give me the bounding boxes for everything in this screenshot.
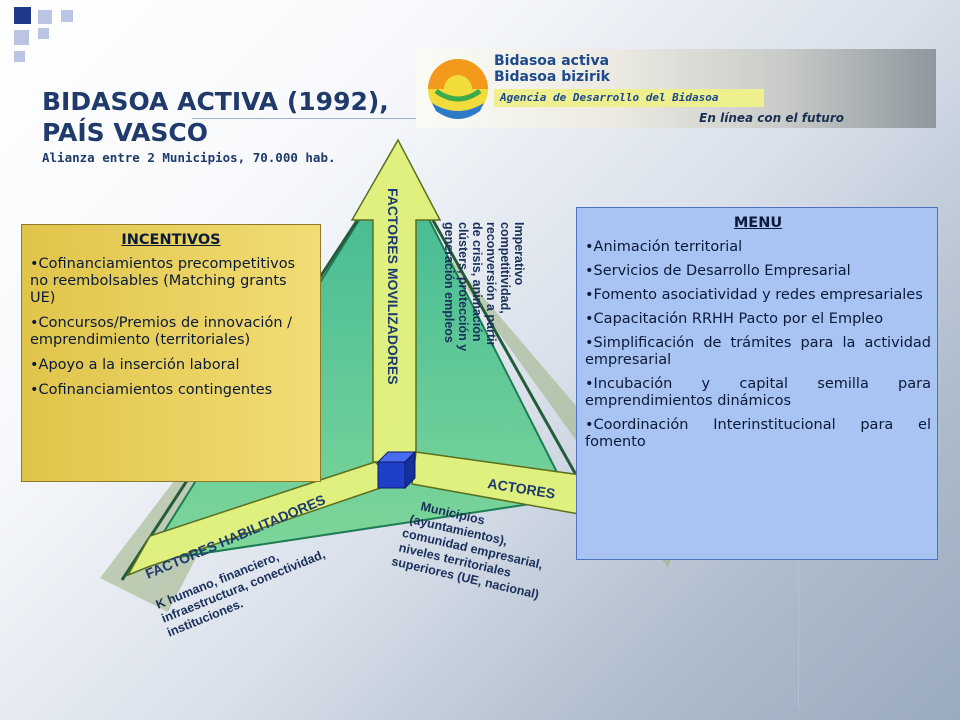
corner-square: [61, 10, 73, 22]
corner-square: [38, 10, 52, 24]
logo-agency-bar: [494, 89, 764, 107]
vertical-note-line: competitividad,: [498, 222, 512, 314]
menu-panel: MENU •Animación territorial •Servicios d…: [576, 207, 938, 560]
corner-square: [38, 28, 49, 39]
corner-square: [14, 7, 31, 24]
logo-banner: Bidasoa activa Bidasoa bizirik Agencia d…: [416, 49, 936, 128]
incentivos-item: •Apoyo a la inserción laboral: [30, 357, 240, 373]
logo-agency: Agencia de Desarrollo del Bidasoa: [500, 91, 719, 104]
vertical-note-line: Imperativo: [512, 222, 526, 286]
incentivos-item: •Cofinanciamientos contingentes: [30, 382, 273, 398]
center-cube: [376, 450, 417, 490]
logo-tagline: En línea con el futuro: [699, 111, 844, 125]
title-rule: [192, 118, 420, 119]
incentivos-heading: INCENTIVOS: [121, 232, 221, 248]
menu-item: •Capacitación RRHH Pacto por el Empleo: [585, 311, 884, 327]
corner-square: [14, 30, 29, 45]
vertical-note-line: de crisis, animación: [470, 222, 484, 342]
page-title: BIDASOA ACTIVA (1992), PAÍS VASCO: [42, 86, 389, 148]
title-line-2: PAÍS VASCO: [42, 118, 208, 147]
menu-item: •Coordinación Interinstitucional para el…: [585, 417, 931, 450]
menu-item: •Animación territorial: [585, 239, 743, 255]
corner-square: [14, 51, 25, 62]
menu-item: •Simplificación de trámites para la acti…: [585, 335, 931, 368]
axis-label-movilizadores: FACTORES MOVILIZADORES: [385, 188, 401, 385]
side-rule: [798, 560, 799, 710]
logo-emblem: [428, 59, 488, 119]
menu-item: •Servicios de Desarrollo Empresarial: [585, 263, 851, 279]
vertical-note-line: generación empleos: [442, 222, 456, 343]
incentivos-panel: INCENTIVOS •Cofinanciamientos precompeti…: [21, 224, 321, 482]
page-subtitle: Alianza entre 2 Municipios, 70.000 hab.: [42, 150, 336, 165]
logo-name-2: Bidasoa bizirik: [494, 69, 610, 85]
incentivos-item: •Cofinanciamientos precompetitivos no re…: [30, 256, 296, 306]
incentivos-item: •Concursos/Premios de innovación / empre…: [30, 315, 293, 348]
menu-heading: MENU: [733, 215, 783, 231]
menu-item: •Fomento asociatividad y redes empresari…: [585, 287, 923, 303]
vertical-note-line: clústers, protección y: [456, 222, 470, 351]
logo-name-1: Bidasoa activa: [494, 53, 610, 69]
vertical-note-line: reconversión a partir: [484, 222, 498, 346]
menu-item: •Incubación y capital semilla para empre…: [585, 376, 931, 409]
title-line-1: BIDASOA ACTIVA (1992),: [42, 87, 389, 116]
